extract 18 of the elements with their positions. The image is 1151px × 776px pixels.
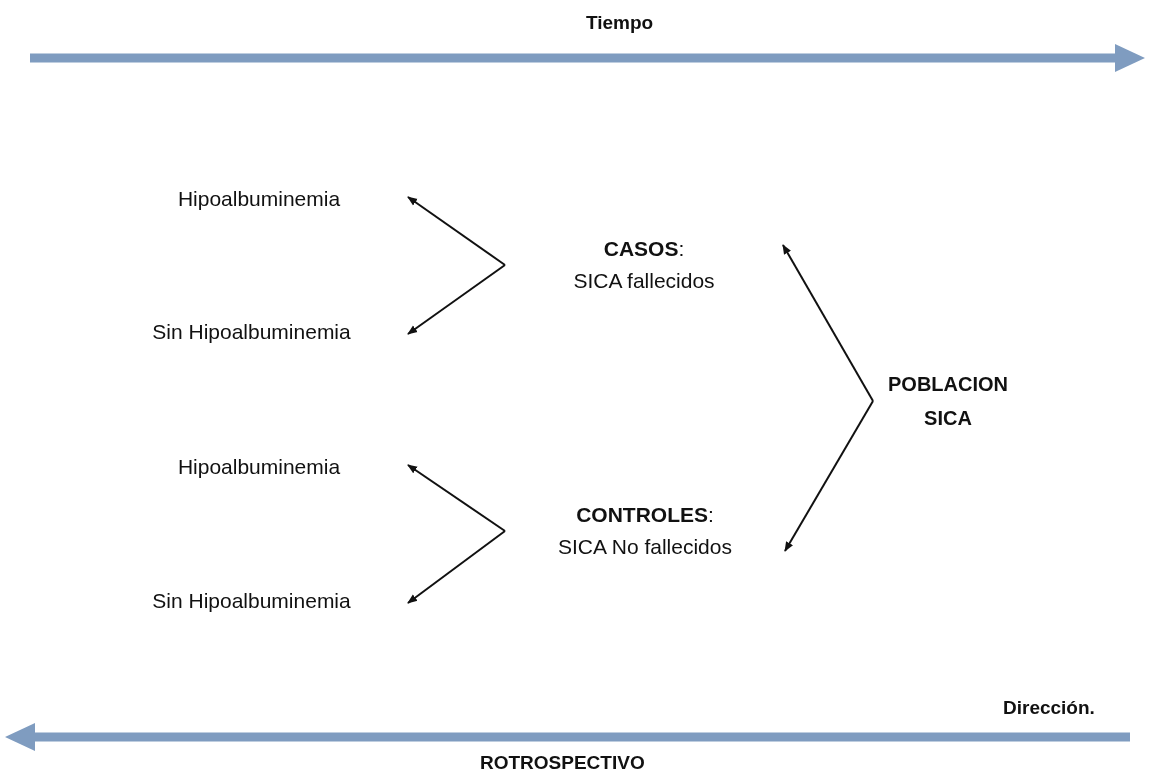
node-text: SICA No fallecidos [558, 534, 732, 560]
arrow [407, 464, 506, 532]
node-text: Hipoalbuminemia [177, 454, 341, 480]
arrow [407, 264, 506, 335]
arrow [782, 244, 874, 402]
group-heading: CASOS: [603, 236, 685, 262]
node-text: Sin Hipoalbuminemia [152, 319, 351, 345]
axis-title: Tiempo [586, 12, 654, 34]
node-text: Hipoalbuminemia [177, 186, 341, 212]
arrow [784, 400, 874, 552]
node-text: Sin Hipoalbuminemia [152, 588, 351, 614]
direction-label: Dirección. [1003, 697, 1095, 719]
direction-label: ROTROSPECTIVO [480, 752, 645, 774]
arrow [407, 530, 506, 604]
node-text: SICA fallecidos [573, 268, 715, 294]
arrow [407, 196, 506, 266]
node-text: POBLACION SICA [887, 372, 1009, 431]
group-heading: CONTROLES: [576, 502, 714, 528]
